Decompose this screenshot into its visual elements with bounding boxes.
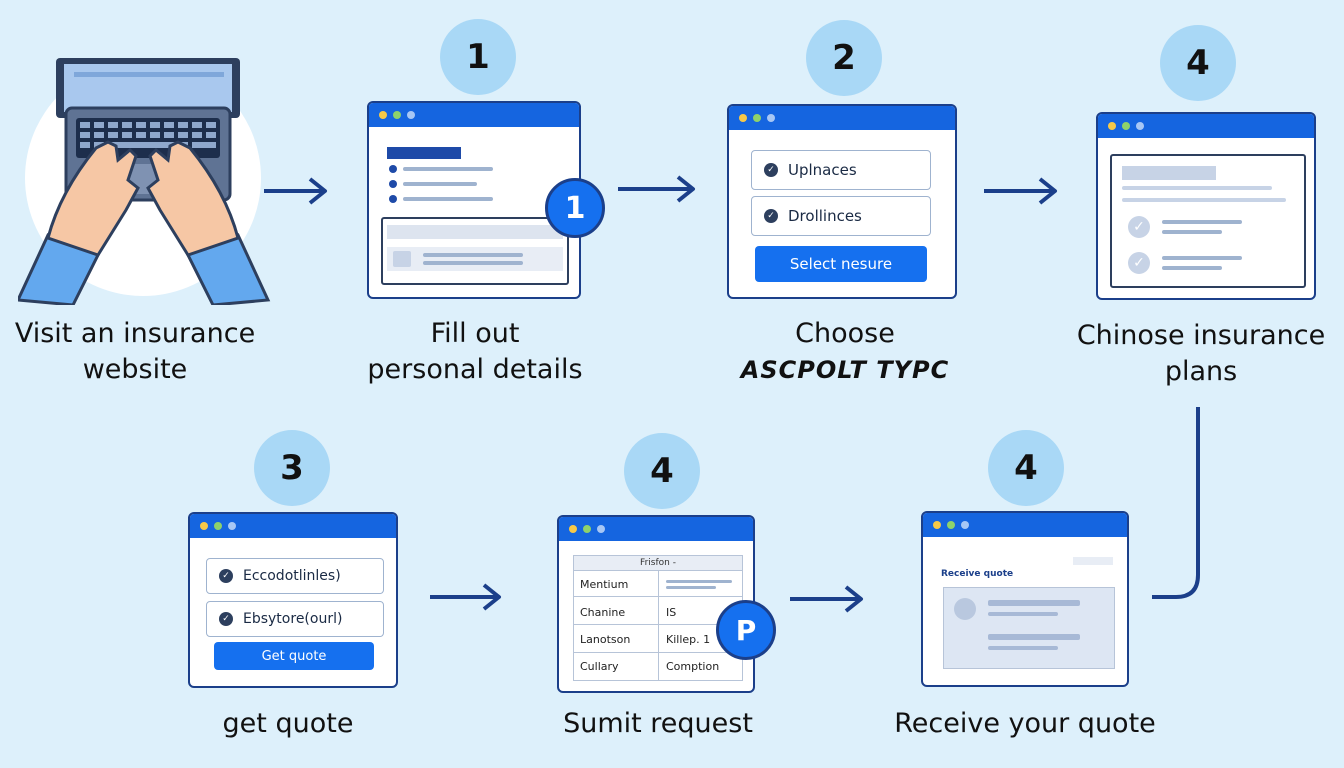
window-titlebar	[190, 514, 396, 538]
plans-panel: ✓ ✓	[1110, 154, 1306, 288]
step-submit-label: Sumit request	[563, 708, 753, 739]
request-table: Frisfon - Mentium Chanine IS Lanotson Ki…	[573, 555, 743, 681]
step-fill-badge: 1	[440, 19, 516, 95]
step-receive-window: Receive quote	[921, 511, 1129, 687]
arrow-right-icon	[790, 585, 863, 613]
option-label: Ebsytore(ourl)	[243, 611, 343, 627]
option-item[interactable]: ✓ Uplnaces	[751, 150, 931, 190]
arrow-right-icon	[984, 177, 1057, 205]
arrow-right-icon	[264, 177, 327, 205]
table-cell: Comption	[666, 660, 720, 673]
option-item[interactable]: ✓ Ebsytore(ourl)	[206, 601, 384, 637]
step-visit-label-line2: website	[82, 354, 188, 385]
avatar	[954, 598, 976, 620]
step-receive-badge: 4	[988, 430, 1064, 506]
step-plans-label-line2: plans	[1164, 356, 1238, 387]
parking-p-icon: P	[716, 600, 776, 660]
table-cell: Chanine	[580, 606, 626, 619]
check-icon: ✓	[219, 612, 233, 626]
step-fill-inner-badge: 1	[545, 178, 605, 238]
table-cell: Cullary	[580, 660, 619, 673]
form-title-bar	[387, 147, 461, 159]
check-icon: ✓	[764, 209, 778, 223]
window-titlebar	[729, 106, 955, 130]
arrow-right-icon	[618, 175, 695, 203]
table-cell: Killep. 1	[666, 633, 711, 646]
option-label: Drollinces	[788, 207, 862, 225]
receive-quote-heading: Receive quote	[941, 569, 1014, 579]
option-label: Eccodotlinles)	[243, 568, 341, 584]
step-plans-label: Chinose insurance plans	[1066, 318, 1336, 390]
step-fill-label-line1: Fill out	[430, 318, 520, 349]
laptop-hands-icon	[15, 58, 271, 307]
get-quote-button[interactable]: Get quote	[214, 642, 374, 670]
step-plans-label-line1: Chinose insurance	[1076, 320, 1326, 351]
window-titlebar	[923, 513, 1127, 537]
option-item[interactable]: ✓ Drollinces	[751, 196, 931, 236]
step-submit-window: Frisfon - Mentium Chanine IS Lanotson Ki…	[557, 515, 755, 693]
step-plans-window: ✓ ✓	[1096, 112, 1316, 300]
step-choose-window: ✓ Uplnaces ✓ Drollinces Select nesure	[727, 104, 957, 299]
step-quote-window: ✓ Eccodotlinles) ✓ Ebsytore(ourl) Get qu…	[188, 512, 398, 688]
step-choose-label-line2: ASCPOLT TYPC	[740, 356, 950, 384]
form-panel	[381, 217, 569, 285]
step-choose-label: Choose ASCPOLT TYPC	[720, 316, 970, 388]
step-choose-label-line1: Choose	[795, 318, 895, 349]
step-receive-label: Receive your quote	[894, 708, 1156, 739]
connector-line	[1152, 407, 1200, 599]
step-fill-label-line2: personal details	[367, 354, 583, 385]
step-visit-label: Visit an insurance website	[0, 316, 270, 388]
laptop-illustration	[15, 50, 278, 307]
table-cell: Lanotson	[580, 633, 631, 646]
table-header: Frisfon -	[574, 556, 742, 571]
step-choose-badge: 2	[806, 20, 882, 96]
table-cell: IS	[666, 606, 677, 619]
step-quote-badge: 3	[254, 430, 330, 506]
check-icon: ✓	[219, 569, 233, 583]
step-fill-label: Fill out personal details	[350, 316, 600, 388]
window-titlebar	[1098, 114, 1314, 138]
check-icon: ✓	[1128, 252, 1150, 274]
step-quote-label: get quote	[222, 708, 354, 739]
arrow-right-icon	[430, 583, 501, 611]
option-label: Uplnaces	[788, 161, 857, 179]
step-submit-badge: 4	[624, 433, 700, 509]
step-plans-badge: 4	[1160, 25, 1236, 101]
check-icon: ✓	[764, 163, 778, 177]
table-cell: Mentium	[580, 578, 629, 591]
quote-card	[943, 587, 1115, 669]
select-insurance-button[interactable]: Select nesure	[755, 246, 927, 282]
window-titlebar	[559, 517, 753, 541]
check-icon: ✓	[1128, 216, 1150, 238]
step-visit-label-line1: Visit an insurance	[14, 318, 256, 349]
window-titlebar	[369, 103, 579, 127]
option-item[interactable]: ✓ Eccodotlinles)	[206, 558, 384, 594]
